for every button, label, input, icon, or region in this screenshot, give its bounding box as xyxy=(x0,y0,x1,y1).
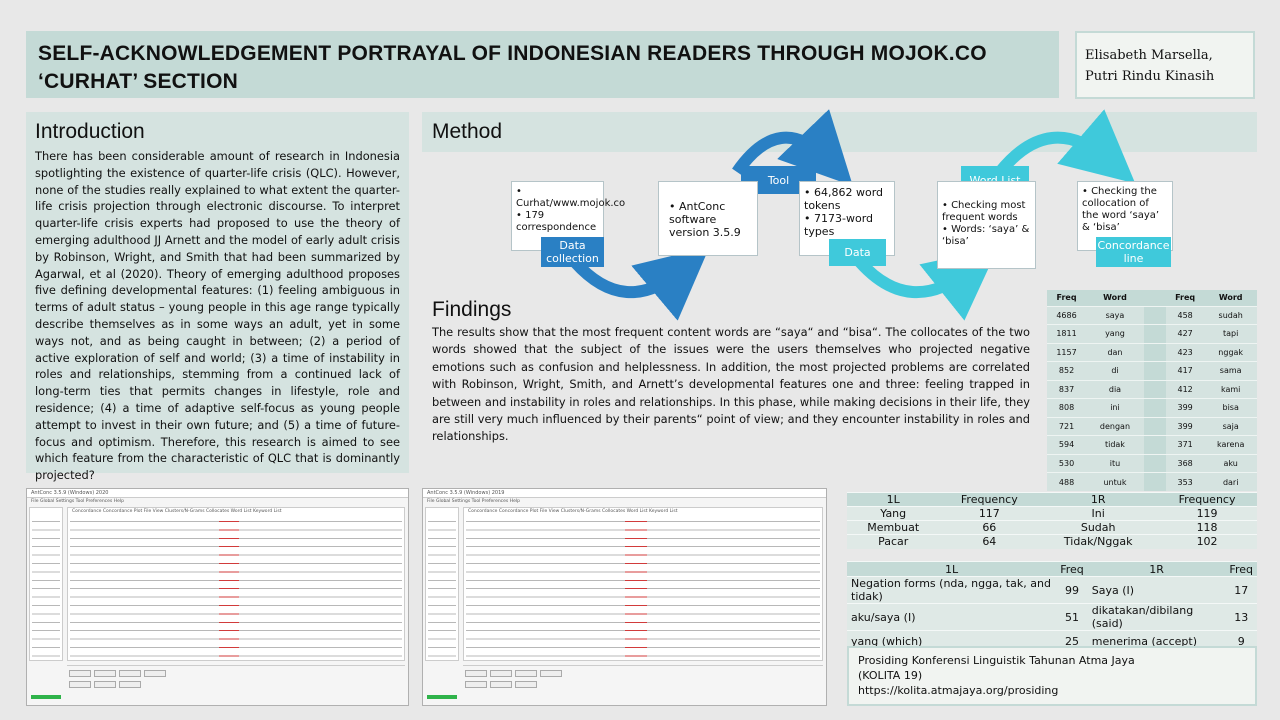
introduction-body: There has been considerable amount of re… xyxy=(35,149,400,483)
arrow-2 xyxy=(732,109,853,186)
arrow-4 xyxy=(995,109,1136,184)
progress-bar xyxy=(427,695,457,699)
step-3-item-1: 64,862 word tokens xyxy=(804,186,890,212)
findings-heading: Findings xyxy=(432,298,512,321)
window-menu: File Global Settings Tool Preferences He… xyxy=(31,499,124,504)
step-1-item-2: 179 correspondence xyxy=(516,210,599,234)
freq-header-1: Freq xyxy=(1047,290,1087,306)
window-title: AntConc 3.5.9 (Windows) 2019 xyxy=(423,489,826,498)
proceedings-box: Prosiding Konferensi Linguistik Tahunan … xyxy=(847,646,1257,706)
concordance-panel: Concordance Concordance Plot File View C… xyxy=(463,507,823,661)
step-4-item-1: Checking most frequent words xyxy=(942,200,1031,224)
corpus-files-panel xyxy=(29,507,63,661)
window-menu: File Global Settings Tool Preferences He… xyxy=(427,499,520,504)
arrow-1 xyxy=(570,246,710,321)
search-controls xyxy=(463,665,823,701)
concordance-panel: Concordance Concordance Plot File View C… xyxy=(67,507,405,661)
author-1: Elisabeth Marsella, xyxy=(1085,48,1213,63)
freq-header-2: Word xyxy=(1086,290,1144,306)
step-5-item-1: Checking the collocation of the word ‘sa… xyxy=(1082,186,1168,234)
step-word-list-box: Checking most frequent words Words: ‘say… xyxy=(937,181,1036,269)
freq-header-3: Freq xyxy=(1165,290,1205,306)
method-heading: Method xyxy=(432,120,503,143)
title-banner: SELF-ACKNOWLEDGEMENT PORTRAYAL OF INDONE… xyxy=(26,31,1059,98)
poster-title: SELF-ACKNOWLEDGEMENT PORTRAYAL OF INDONE… xyxy=(38,42,987,93)
authors-box: Elisabeth Marsella, Putri Rindu Kinasih xyxy=(1075,31,1255,99)
proceedings-name: Prosiding Konferensi Linguistik Tahunan … xyxy=(858,654,1135,667)
step-4-item-2: Words: ‘saya’ & ‘bisa’ xyxy=(942,224,1031,248)
introduction-heading: Introduction xyxy=(35,120,145,143)
progress-bar xyxy=(31,695,61,699)
antconc-screenshot-2: AntConc 3.5.9 (Windows) 2019 File Global… xyxy=(422,488,827,706)
tool-tabs: Concordance Concordance Plot File View C… xyxy=(72,509,282,514)
search-controls xyxy=(67,665,405,701)
step-1-label: Data collection xyxy=(541,237,604,267)
tool-tabs: Concordance Concordance Plot File View C… xyxy=(468,509,678,514)
table-row: Negation forms (nda, ngga, tak, and tida… xyxy=(847,576,1257,604)
findings-body: The results show that the most frequent … xyxy=(432,325,1030,444)
proceedings-url[interactable]: https://kolita.atmajaya.org/prosiding xyxy=(858,684,1059,697)
freq-header-row: Freq Word Freq Word xyxy=(1047,290,1257,306)
arrow-3 xyxy=(855,247,999,321)
antconc-screenshot-1: AntConc 3.5.9 (Windows) 2020 File Global… xyxy=(26,488,409,706)
step-3-item-2: 7173-word types xyxy=(804,212,890,238)
step-3-label: Data xyxy=(829,239,886,266)
author-2: Putri Rindu Kinasih xyxy=(1085,69,1215,84)
corpus-files-panel xyxy=(425,507,459,661)
freq-header-4: Word xyxy=(1204,290,1257,306)
proceedings-abbrev: (KOLITA 19) xyxy=(858,669,923,682)
step-1-item-1: Curhat/www.mojok.co xyxy=(516,186,625,210)
step-5-label: Concordance line xyxy=(1096,237,1171,267)
introduction-section: Introduction There has been considerable… xyxy=(26,112,409,482)
step-2-item-1: AntConc software version 3.5.9 xyxy=(669,200,747,239)
findings-section: Findings The results show that the most … xyxy=(422,290,1040,458)
step-tool-box: AntConc software version 3.5.9 xyxy=(658,181,758,256)
window-title: AntConc 3.5.9 (Windows) 2020 xyxy=(27,489,408,498)
